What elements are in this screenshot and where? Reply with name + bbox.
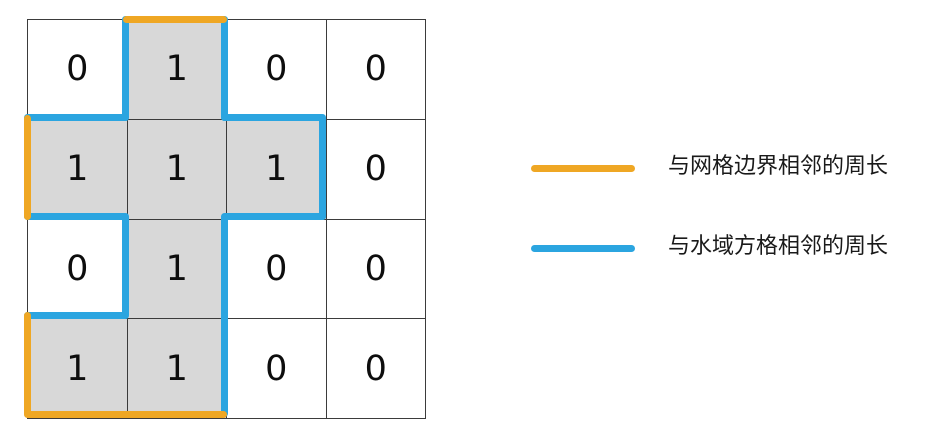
- grid-cell-r1c0: 1: [27, 118, 128, 220]
- grid-cell-r1c2: 1: [226, 118, 327, 220]
- grid-cell-r2c2: 0: [226, 218, 327, 320]
- water-adjacent-edge-right-r0c1: [220, 16, 228, 121]
- grid-cell-r0c1: 1: [126, 19, 227, 120]
- grid-boundary-edge-bottom-r3c0: [24, 410, 129, 418]
- grid-cell-r2c0: 0: [27, 218, 128, 320]
- grid-cell-r1c1: 1: [126, 118, 227, 220]
- grid-cell-r3c0: 1: [27, 318, 128, 419]
- water-adjacent-edge-bottom-r1c0: [24, 213, 129, 220]
- water-adjacent-edge-top-r3c0: [24, 311, 129, 319]
- grid-table: 0 1 0 0 1 1 1 0 0 1 0 0 1 1 0 0: [27, 19, 426, 419]
- grid-cell-r1c3: 0: [325, 118, 426, 220]
- grid-boundary-edge-bottom-r3c1: [122, 410, 227, 418]
- grid-boundary-edge-top-r0c1: [122, 15, 227, 23]
- grid-cell-r3c1: 1: [126, 318, 227, 419]
- grid-cell-r2c3: 0: [325, 218, 426, 320]
- table-row: 1 1 0 0: [27, 318, 426, 419]
- grid-cell-r0c0: 0: [27, 19, 128, 120]
- grid-boundary-edge-left-r1c0: [23, 114, 31, 220]
- legend-label-water-adjacent: 与水域方格相邻的周长: [668, 234, 889, 259]
- grid-boundary-edge-left-r3c0: [23, 312, 31, 417]
- water-adjacent-edge-right-r2c1: [220, 213, 228, 319]
- water-adjacent-edge-right-r1c2: [319, 114, 326, 220]
- table-row: 1 1 1 0: [27, 118, 426, 220]
- grid-figure: 0 1 0 0 1 1 1 0 0 1 0 0 1 1 0 0: [23, 15, 426, 419]
- water-adjacent-edge-left-r2c1: [122, 213, 129, 319]
- blue-line-swatch: [531, 245, 635, 252]
- legend-label-grid-boundary: 与网格边界相邻的周长: [668, 154, 889, 179]
- table-row: 0 1 0 0: [27, 218, 426, 320]
- grid-cell-r2c1: 1: [126, 218, 227, 320]
- water-adjacent-edge-left-r0c1: [122, 16, 129, 121]
- grid-cell-r3c3: 0: [325, 318, 426, 419]
- grid-cell-r0c3: 0: [325, 19, 426, 120]
- legend-item-grid-boundary: 与网格边界相邻的周长: [531, 150, 931, 230]
- legend-item-water-adjacent: 与水域方格相邻的周长: [531, 230, 931, 310]
- legend: 与网格边界相邻的周长 与水域方格相邻的周长: [531, 150, 931, 310]
- water-adjacent-edge-top-r1c0: [24, 114, 129, 122]
- water-adjacent-edge-top-r1c2: [221, 114, 326, 122]
- grid-cell-r0c2: 0: [226, 19, 327, 120]
- water-adjacent-edge-right-r3c1: [220, 312, 228, 417]
- orange-line-swatch: [531, 165, 635, 172]
- grid-cell-r3c2: 0: [226, 318, 327, 419]
- water-adjacent-edge-bottom-r1c2: [221, 213, 326, 220]
